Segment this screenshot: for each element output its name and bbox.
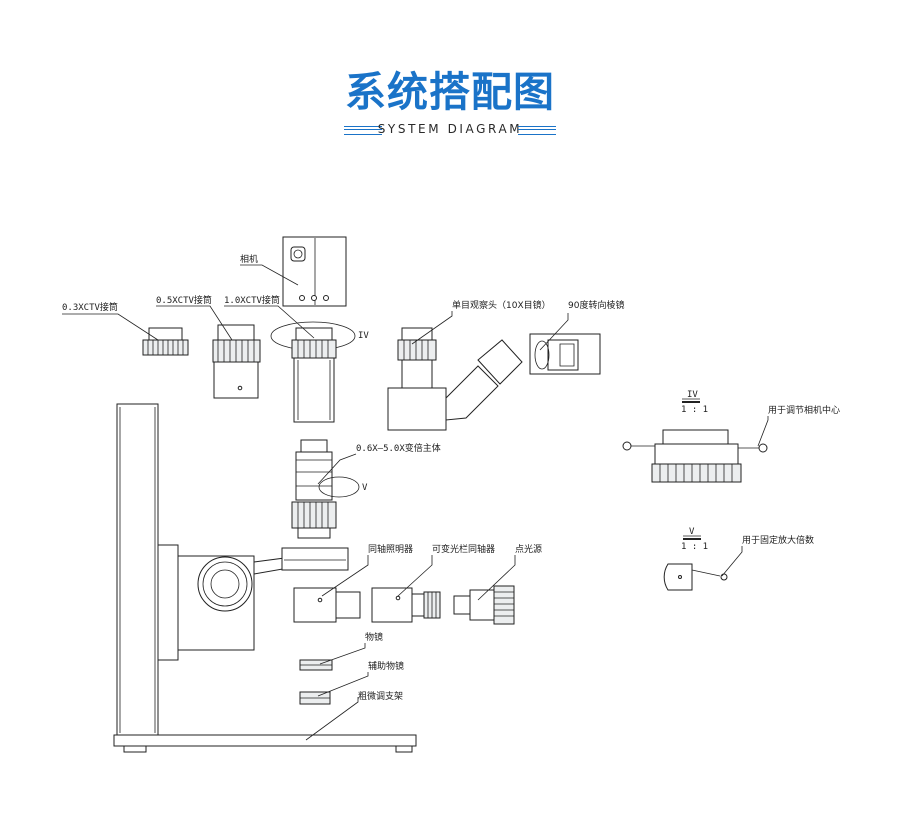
label-center-adjust: 用于调节相机中心 <box>768 404 840 416</box>
zoom-body-drawing <box>291 439 360 539</box>
leader-lines <box>62 264 769 741</box>
page-title: 系统搭配图 <box>345 68 555 116</box>
point-light-drawing <box>453 585 515 625</box>
label-zoom-body: 0.6X—5.0X变倍主体 <box>356 442 441 454</box>
callout-iv-main: IV <box>358 331 369 341</box>
monocular-drawing <box>387 327 523 431</box>
scale-iv: 1 : 1 <box>681 405 708 415</box>
stand-drawing <box>113 403 417 753</box>
label-ctv-05: 0.5XCTV接筒 <box>156 294 212 306</box>
iris-coaxial-drawing <box>371 587 441 623</box>
label-prism: 90度转向棱镜 <box>568 299 624 311</box>
label-coaxial: 同轴照明器 <box>368 543 413 555</box>
label-stand: 粗微调支架 <box>358 690 403 702</box>
detail-iv-drawing <box>622 398 768 483</box>
label-ctv-03: 0.3XCTV接筒 <box>62 301 118 313</box>
label-point-light: 点光源 <box>515 543 542 555</box>
subtitle-decor-right <box>518 126 556 135</box>
label-iris-coaxial: 可变光栏同轴器 <box>432 543 495 555</box>
coaxial-drawing <box>293 587 361 623</box>
label-monocular: 单目观察头（10X目镜） <box>452 299 551 311</box>
ctv-10-drawing <box>270 321 356 423</box>
label-aux-objective: 辅助物镜 <box>368 660 404 672</box>
page-subtitle: SYSTEM DIAGRAM <box>377 122 523 136</box>
subtitle-decor-left <box>344 126 382 135</box>
subtitle-row: SYSTEM DIAGRAM <box>0 122 900 140</box>
scale-v: 1 : 1 <box>681 542 708 552</box>
ctv-05-drawing <box>212 324 261 399</box>
callout-iv-detail: IV <box>687 390 698 400</box>
ctv-03-drawing <box>142 327 189 356</box>
aux-objective-drawing <box>299 691 331 705</box>
label-camera: 相机 <box>240 253 258 265</box>
label-objective: 物镜 <box>365 631 383 643</box>
camera-drawing <box>282 236 347 307</box>
prism-drawing <box>529 333 601 375</box>
callout-v-detail: V <box>689 527 695 537</box>
label-ctv-10: 1.0XCTV接筒 <box>224 294 280 306</box>
label-fix-mag: 用于固定放大倍数 <box>742 534 814 546</box>
callout-v-main: V <box>362 483 368 493</box>
